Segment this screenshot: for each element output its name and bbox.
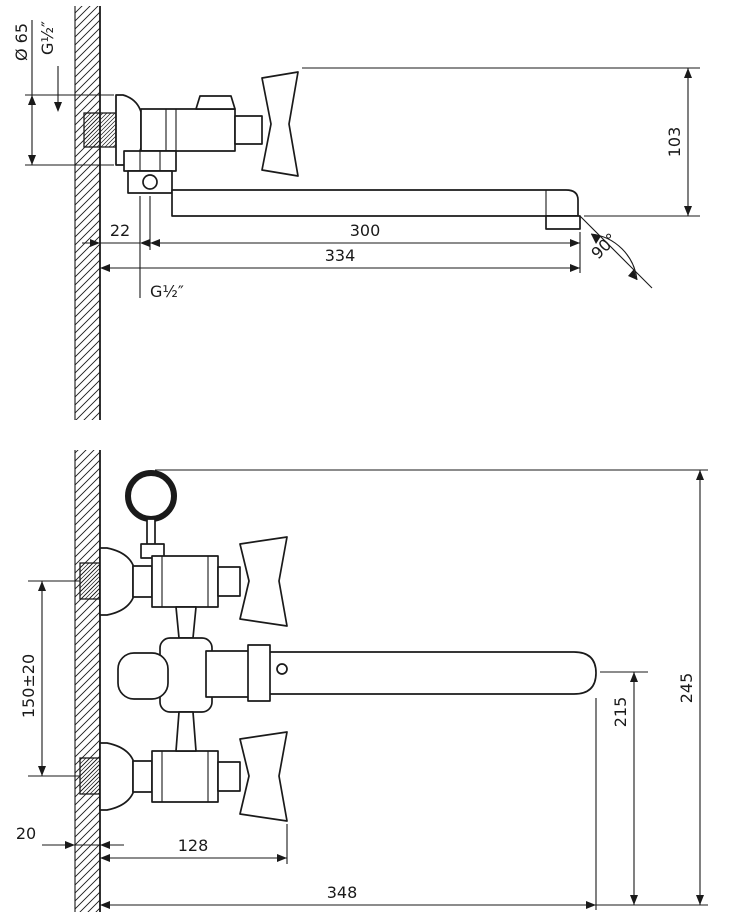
dim-dia65: Ø 65 [12,20,114,166]
dim-150: 150±20 [19,580,80,777]
wall-section-top [74,6,101,420]
dim-348: 348 [100,698,708,910]
label-thread-bottom: G½″ [150,282,184,301]
collar-screw [142,174,158,190]
dim-label-thread-top: G½″ [38,21,57,55]
dim-label-215: 215 [611,697,630,728]
wall-thread-top-view [83,112,117,148]
spout-front-view [247,644,597,702]
valve-body-side [140,108,236,152]
top-view: Ø 65 G½″ 103 22 [12,6,700,420]
dim-label-dia65: Ø 65 [12,23,31,61]
supply-unit-bottom [79,731,288,822]
dim-label-thread-bottom: G½″ [150,282,184,301]
label-thread-top: G½″ [38,21,62,112]
dim-103: 103 [302,67,700,217]
dim-22: 22 [82,196,150,298]
front-view: 150±20 245 215 20 [16,450,708,912]
spout-nut [123,150,177,172]
spout-tube-side [171,189,579,217]
dim-128: 128 [100,824,288,864]
body-right-arm [205,650,253,698]
dim-label-334: 334 [325,246,356,265]
cross-handle-side [261,71,299,177]
spout-set-screw [276,663,288,675]
cross-handle-top [239,536,288,627]
dim-label-150: 150±20 [19,654,38,718]
dim-label-245: 245 [677,673,696,704]
wall-section-front [74,450,101,912]
dim-20: 20 [16,824,124,849]
dim-label-20: 20 [16,824,36,843]
dim-215: 215 [600,671,648,905]
dim-label-128: 128 [178,836,209,855]
dim-angle-90: 90° [579,215,653,289]
spout-collar-front [247,644,271,702]
valve-bonnet [195,95,236,110]
dim-label-103: 103 [665,127,684,158]
dim-label-22: 22 [110,221,130,240]
dim-300: 300 [149,196,580,250]
mixer-body-center [117,606,253,752]
dim-label-348: 348 [327,883,358,902]
spout-collar [127,170,173,194]
supply-unit-top [79,536,288,627]
aerator [545,215,581,230]
dim-334: 334 [100,232,581,273]
dim-245: 245 [155,469,708,905]
body-left-arm [117,652,169,700]
shower-hook [125,470,177,559]
handle-stem-side [234,115,263,145]
cross-handle-bottom [239,731,288,822]
dim-label-300: 300 [350,221,381,240]
faucet-side-view [83,71,581,230]
